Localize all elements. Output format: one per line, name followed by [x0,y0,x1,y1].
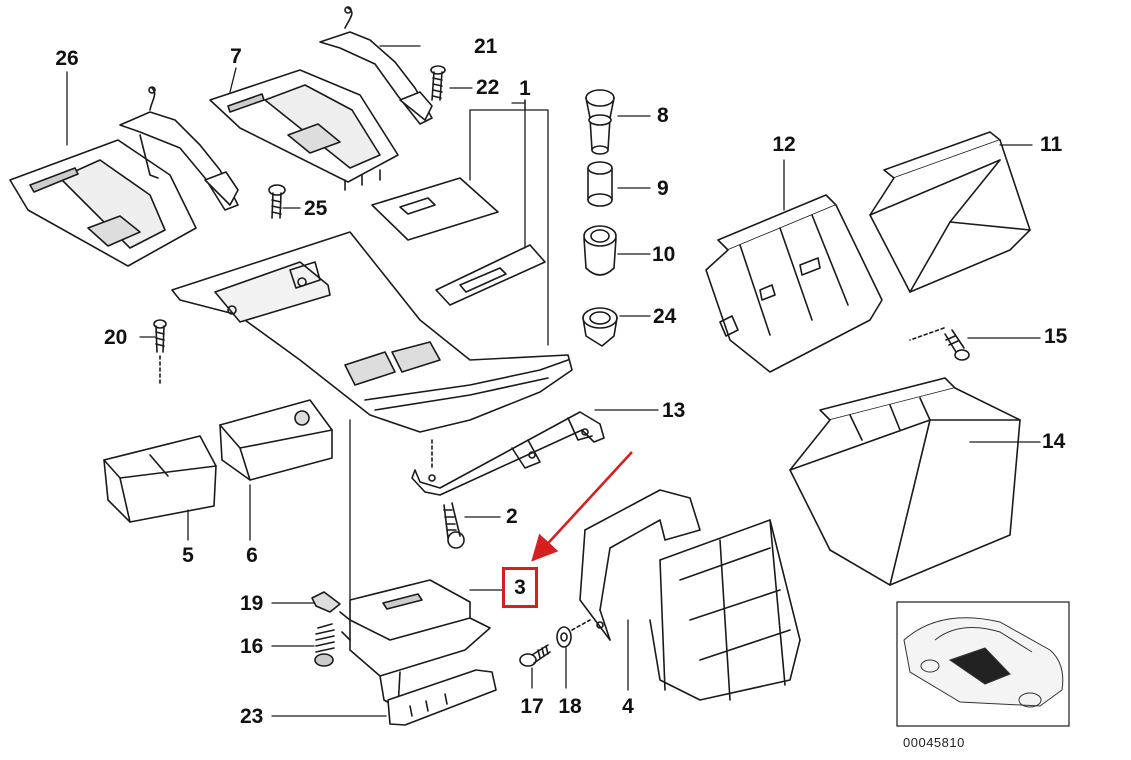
callout-26: 26 [55,47,79,70]
part-14-box [789,377,1021,586]
callout-1: 1 [519,77,531,100]
part-gate-lower [119,86,239,211]
callout-3: 3 [514,576,526,599]
part-8-lighter [585,89,615,155]
part-15-screw [909,327,970,361]
part-7-shifter-trim [209,69,399,191]
callout-10: 10 [652,243,676,266]
callout-25: 25 [304,197,328,220]
part-13-bracket [411,411,605,496]
part-20-screw [153,319,167,385]
callout-11: 11 [1040,133,1063,156]
highlight-arrow [531,451,633,562]
callout-19: 19 [240,592,264,615]
part-6-ashtray [219,399,333,481]
vehicle-inset [896,601,1070,727]
callout-15: 15 [1044,325,1068,348]
part-9-socket [587,161,613,207]
callout-23: 23 [240,705,264,728]
part-23-trim-strip [387,669,497,726]
part-cover-plate [435,244,546,306]
part-4-frame [579,489,801,701]
callout-22: 22 [476,76,500,99]
callout-2: 2 [506,505,518,528]
callout-20: 20 [104,326,128,349]
part-1-console [171,231,573,433]
part-5-tray [103,435,217,523]
highlight-box [502,567,538,608]
callout-21: 21 [474,35,498,58]
part-22-screw [430,65,446,101]
callout-9: 9 [657,177,669,200]
callout-13: 13 [662,399,686,422]
part-17-screw [519,644,551,667]
callout-6: 6 [246,544,258,567]
part-25-screw [268,184,286,219]
callout-17: 17 [520,695,544,718]
diagram-code: 00045810 [903,735,965,750]
part-26-shifter-trim [9,139,197,267]
part-10-socket [583,225,617,276]
part-21-gate [319,6,433,125]
leader-lines [66,45,1041,717]
callout-14: 14 [1042,430,1066,453]
part-19-clip [311,591,341,613]
callout-12: 12 [772,133,796,156]
callout-18: 18 [558,695,582,718]
part-16-spring [314,623,335,667]
part-2-screw [443,502,465,549]
part-3-ashtray-assembly [339,579,491,709]
callout-7: 7 [230,45,242,68]
part-11-box [869,131,1031,293]
part-lid-cover [371,177,499,241]
callout-24: 24 [653,305,677,328]
part-12-switch-housing [705,194,883,373]
part-24-ring [582,307,618,347]
callout-8: 8 [657,104,669,127]
callout-4: 4 [622,695,634,718]
part-18-washer [556,619,591,648]
callout-5: 5 [182,544,194,567]
callout-16: 16 [240,635,264,658]
